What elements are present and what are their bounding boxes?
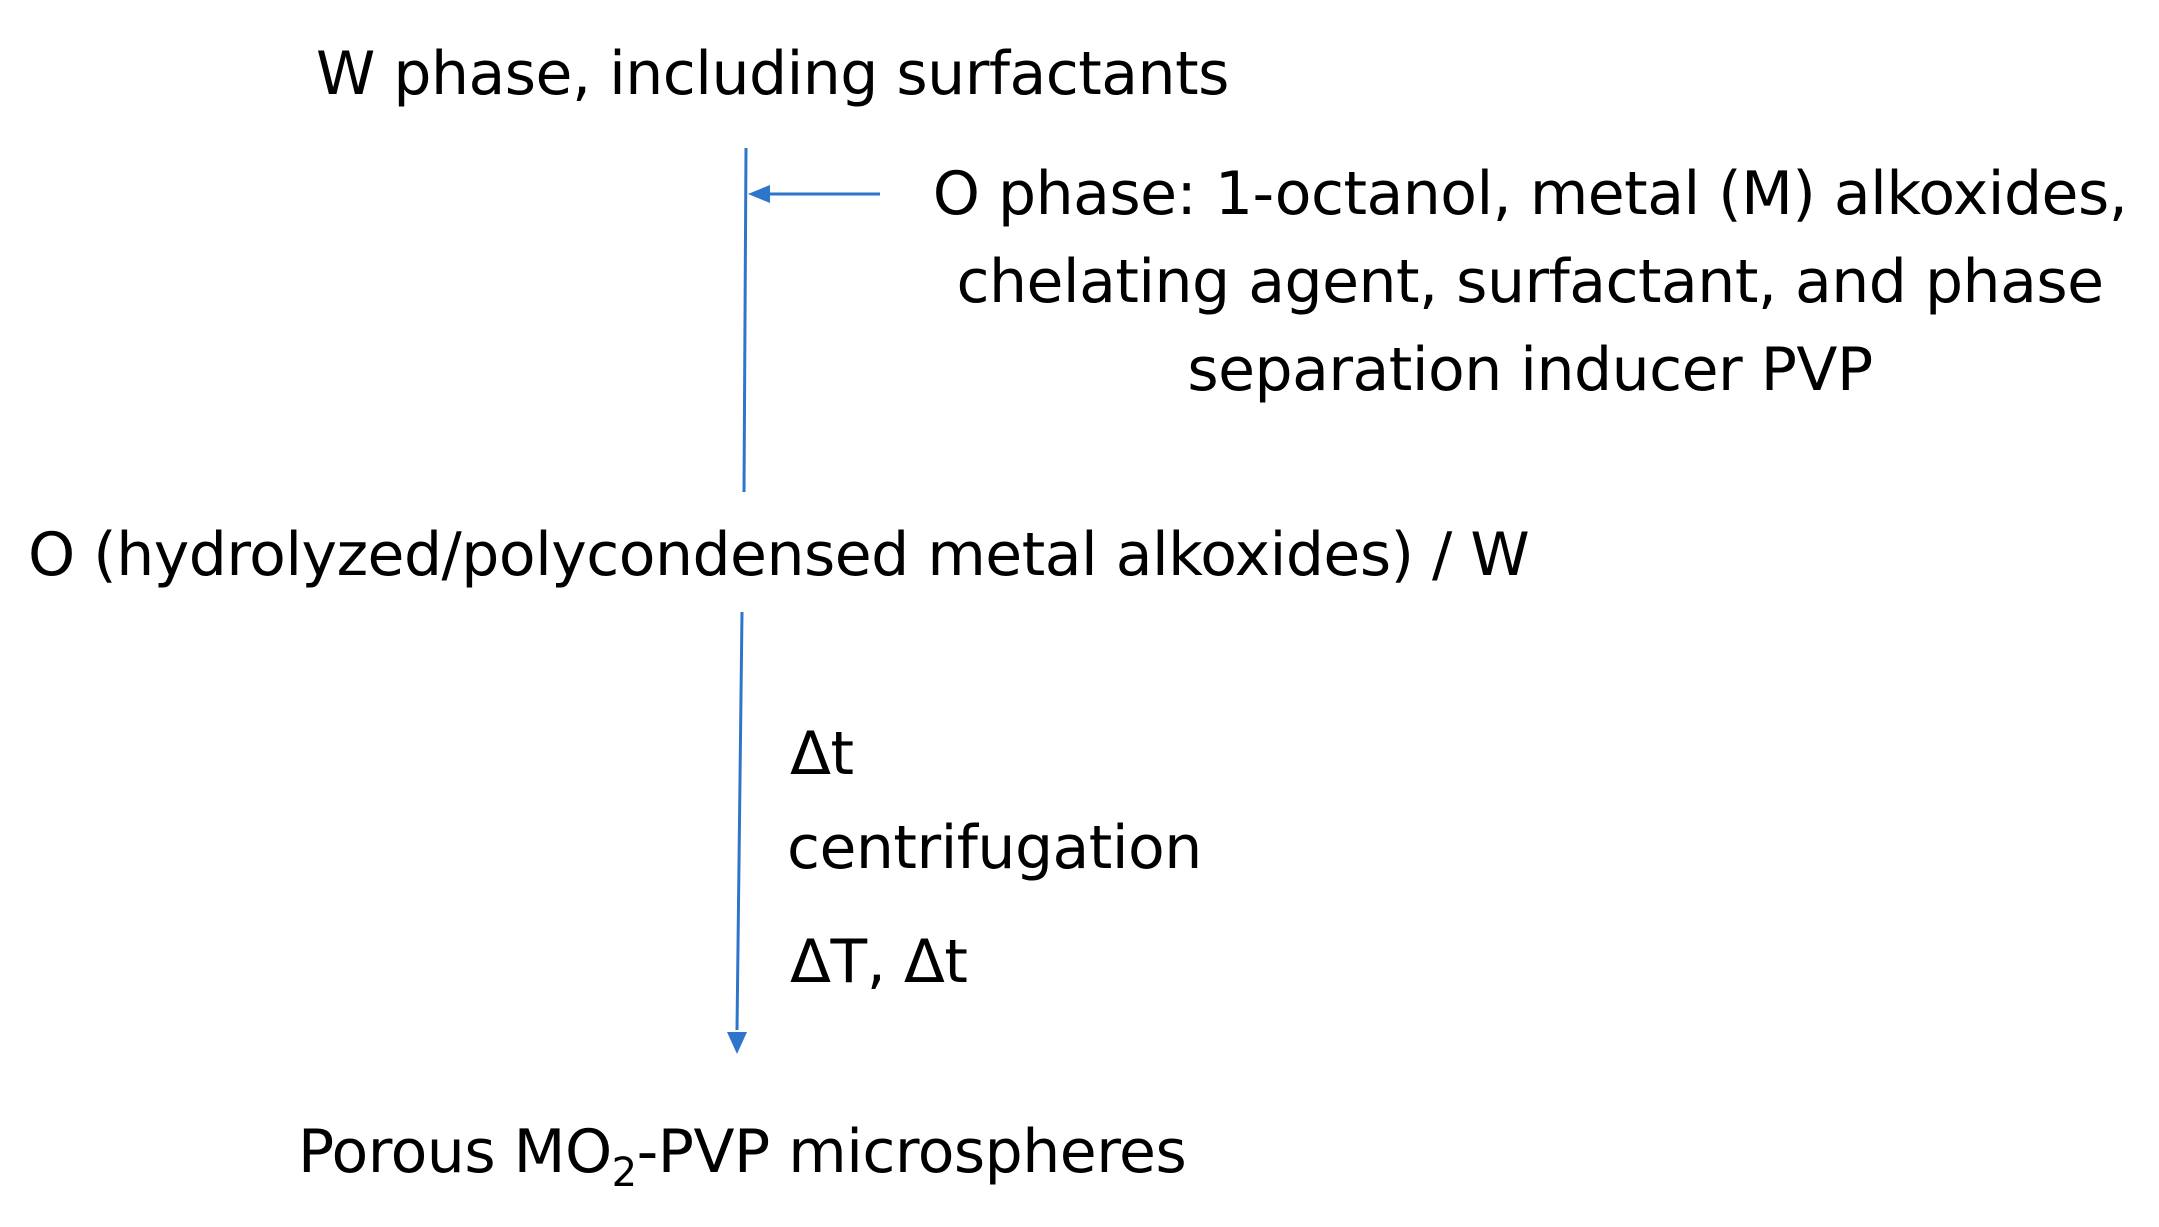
step-delta-T-delta-t: ΔT, Δt bbox=[790, 927, 968, 997]
product-subscript: 2 bbox=[611, 1150, 637, 1196]
o-phase-line-2: chelating agent, surfactant, and phase bbox=[956, 247, 2104, 317]
process-arrow-line bbox=[735, 611, 744, 1031]
o-phase-line-3: separation inducer PVP bbox=[1187, 335, 1873, 405]
step-centrifugation: centrifugation bbox=[787, 813, 1202, 883]
product-prefix: Porous MO bbox=[298, 1117, 612, 1187]
process-arrowhead bbox=[727, 1032, 747, 1054]
o-phase-line-1: O phase: 1-octanol, metal (M) alkoxides, bbox=[932, 159, 2128, 229]
mixture-label: O (hydrolyzed/polycondensed metal alkoxi… bbox=[28, 520, 1530, 590]
product-label: Porous MO2-PVP microspheres bbox=[298, 1108, 1187, 1196]
side-arrowhead bbox=[748, 185, 770, 203]
step-delta-t: Δt bbox=[790, 719, 854, 789]
connector-line-top bbox=[742, 147, 748, 493]
w-phase-label: W phase, including surfactants bbox=[316, 39, 1229, 109]
o-phase-label: O phase: 1-octanol, metal (M) alkoxides,… bbox=[925, 150, 2135, 414]
product-suffix: -PVP microspheres bbox=[636, 1117, 1187, 1187]
